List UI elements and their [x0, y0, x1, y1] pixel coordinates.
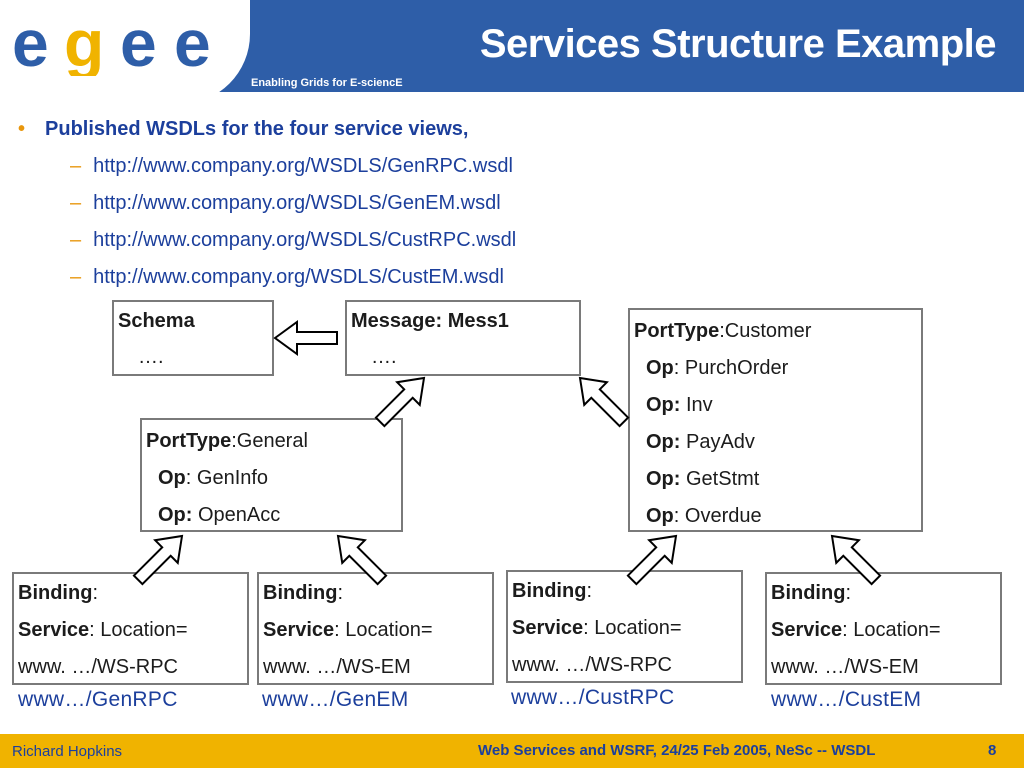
porttype-general-header: PortType:General — [146, 430, 308, 453]
bullet-sub-text: http://www.company.org/WSDLS/CustRPC.wsd… — [93, 229, 517, 251]
svg-text:g: g — [64, 14, 102, 76]
binding-colon: : — [845, 582, 851, 604]
binding-box-custem: Binding: Service: Location= www. …/WS-EM — [765, 572, 1002, 685]
location-text: : Location= — [583, 617, 682, 639]
message-title: Message: Mess1 — [351, 310, 509, 332]
bullet-sub-item: –http://www.company.org/WSDLS/GenRPC.wsd… — [70, 155, 513, 178]
dash-icon: – — [70, 266, 82, 288]
binding-box-genrpc: Binding: Service: Location= www. …/WS-RP… — [12, 572, 249, 685]
location-text: : Location= — [89, 619, 188, 641]
bullet-sub-text: http://www.company.org/WSDLS/GenEM.wsdl — [93, 192, 501, 214]
location-text: : Location= — [334, 619, 433, 641]
op-value: : PurchOrder — [673, 357, 789, 379]
dash-icon: – — [70, 155, 82, 177]
binding-colon: : — [92, 582, 98, 604]
message-body: …. — [371, 346, 397, 368]
op-row: Op: OpenAcc — [158, 504, 280, 527]
service-label: Service — [512, 617, 584, 639]
page-title: Services Structure Example — [479, 22, 997, 66]
porttype-label: PortType — [146, 430, 232, 452]
schema-box: Schema …. — [112, 300, 274, 376]
op-row: Op: Overdue — [646, 505, 762, 528]
url-label: www…/GenEM — [262, 688, 409, 711]
svg-text:e: e — [174, 14, 209, 76]
location-text: : Location= — [842, 619, 941, 641]
arrow-message-to-schema-icon — [274, 321, 338, 355]
dash-icon: – — [70, 192, 82, 214]
porttype-label: PortType — [634, 320, 720, 342]
arrow-custrpc-to-customer-icon — [619, 523, 689, 593]
binding-label: Binding — [263, 582, 338, 604]
schema-body: …. — [138, 346, 164, 368]
op-row: Op: GenInfo — [158, 467, 268, 490]
op-value: OpenAcc — [192, 504, 281, 526]
svg-text:e: e — [120, 14, 155, 76]
www-text: www. …/WS-RPC — [18, 656, 178, 678]
service-label: Service — [263, 619, 335, 641]
porttype-name: :General — [231, 430, 308, 452]
logo-area: e g e e — [0, 0, 250, 104]
bullet-main: • Published WSDLs for the four service vi… — [18, 118, 468, 141]
binding-box-genem: Binding: Service: Location= www. …/WS-EM — [257, 572, 494, 685]
op-value: Inv — [680, 394, 713, 416]
bullet-sub-text: http://www.company.org/WSDLS/CustEM.wsdl — [93, 266, 504, 288]
binding-label: Binding — [512, 580, 587, 602]
arrow-general-to-message-icon — [367, 365, 437, 435]
binding-colon: : — [586, 580, 592, 602]
porttype-customer-box: PortType:Customer Op: PurchOrder Op: Inv… — [628, 308, 923, 532]
bullet-sub-item: –http://www.company.org/WSDLS/GenEM.wsdl — [70, 192, 501, 215]
op-label: Op: — [646, 468, 681, 490]
porttype-customer-header: PortType:Customer — [634, 320, 811, 343]
page-number: 8 — [988, 742, 997, 759]
binding-box-custrpc: Binding: Service: Location= www. …/WS-RP… — [506, 570, 743, 683]
bullet-main-text: Published WSDLs for the four service vie… — [45, 118, 469, 140]
footer-bar: Richard Hopkins Web Services and WSRF, 2… — [0, 734, 1024, 768]
binding-colon: : — [337, 582, 343, 604]
service-label: Service — [18, 619, 90, 641]
op-value: PayAdv — [680, 431, 755, 453]
porttype-name: :Customer — [719, 320, 812, 342]
egee-logo-icon: e g e e — [12, 14, 211, 76]
dash-icon: – — [70, 229, 82, 251]
bullet-sub-item: –http://www.company.org/WSDLS/CustEM.wsd… — [70, 266, 504, 289]
porttype-general-box: PortType:General Op: GenInfo Op: OpenAcc — [140, 418, 403, 532]
op-row: Op: PurchOrder — [646, 357, 788, 380]
op-label: Op — [646, 505, 674, 527]
url-label: www…/GenRPC — [18, 688, 178, 711]
binding-label: Binding — [771, 582, 846, 604]
op-label: Op — [646, 357, 674, 379]
arrow-genem-to-general-icon — [325, 523, 395, 593]
op-row: Op: PayAdv — [646, 431, 755, 454]
op-label: Op — [158, 467, 186, 489]
op-value: : Overdue — [673, 505, 762, 527]
arrow-custem-to-customer-icon — [819, 523, 889, 593]
schema-title: Schema — [118, 310, 195, 332]
www-text: www. …/WS-RPC — [512, 654, 672, 676]
op-label: Op: — [158, 504, 193, 526]
op-row: Op: Inv — [646, 394, 713, 417]
tagline: Enabling Grids for E-sciencE — [251, 77, 403, 89]
bullet-sub-text: http://www.company.org/WSDLS/GenRPC.wsdl — [93, 155, 513, 177]
service-label: Service — [771, 619, 843, 641]
url-label: www…/CustRPC — [511, 686, 675, 709]
svg-text:e: e — [12, 14, 47, 76]
message-box: Message: Mess1 …. — [345, 300, 581, 376]
url-label: www…/CustEM — [771, 688, 922, 711]
op-label: Op: — [646, 394, 681, 416]
op-value: : GenInfo — [185, 467, 269, 489]
arrow-genrpc-to-general-icon — [125, 523, 195, 593]
footer-author: Richard Hopkins — [12, 743, 123, 760]
www-text: www. …/WS-EM — [263, 656, 411, 678]
op-label: Op: — [646, 431, 681, 453]
arrow-customer-to-message-icon — [567, 365, 637, 435]
footer-event: Web Services and WSRF, 24/25 Feb 2005, N… — [478, 742, 876, 759]
www-text: www. …/WS-EM — [771, 656, 919, 678]
bullet-sub-item: –http://www.company.org/WSDLS/CustRPC.ws… — [70, 229, 516, 252]
bullet-dot-icon: • — [18, 118, 26, 140]
binding-label: Binding — [18, 582, 93, 604]
op-row: Op: GetStmt — [646, 468, 759, 491]
op-value: GetStmt — [680, 468, 760, 490]
